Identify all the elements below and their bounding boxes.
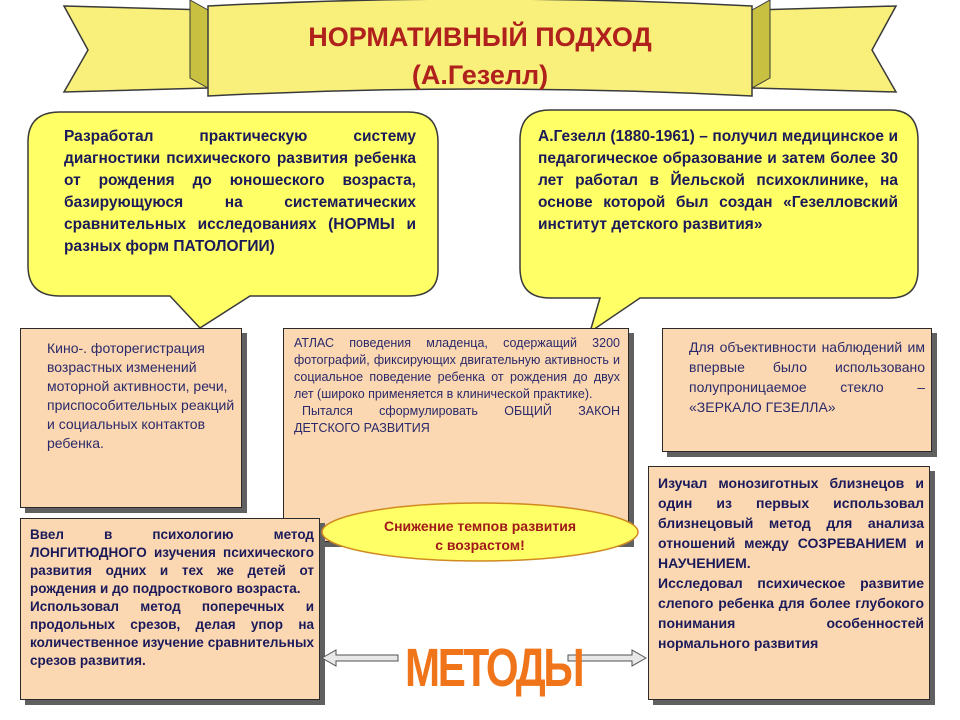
- box-twins-method: Изучал монозиготных близнецов и один из …: [648, 466, 930, 700]
- blind-child-paragraph: Исследовал психическое развитие слепого …: [658, 575, 924, 651]
- title-banner-ribbon: [62, 0, 898, 97]
- box-atlas-content: АТЛАС поведения младенца, содержащий 320…: [294, 335, 620, 437]
- page-title-line1: НОРМАТИВНЫЙ ПОДХОД: [308, 22, 652, 52]
- speech-bubbles: [27, 109, 919, 334]
- methods-label: МЕТОДЫ: [405, 638, 585, 698]
- arrow-right-icon: [567, 649, 648, 667]
- box-twins-content: Изучал монозиготных близнецов и один из …: [658, 473, 924, 653]
- ellipse-callout: [321, 502, 639, 562]
- cross-section-paragraph: Использовал метод поперечных и продольны…: [30, 599, 314, 668]
- ellipse-line2: с возрастом!: [435, 537, 525, 553]
- atlas-paragraph: АТЛАС поведения младенца, содержащий 320…: [294, 336, 620, 401]
- box-gesell-mirror: Для объективности наблюдений им впервые …: [662, 328, 932, 452]
- box-film-text: Кино-. фоторегистрация возрастных измене…: [47, 340, 235, 451]
- page-title-line2: (А.Гезелл): [411, 60, 549, 90]
- box-film-registration: Кино-. фоторегистрация возрастных измене…: [20, 328, 242, 508]
- box-mirror-text: Для объективности наблюдений им впервые …: [689, 339, 925, 415]
- box-longitudinal-content: Ввел в психологию метод ЛОНГИТЮДНОГО изу…: [30, 526, 314, 670]
- bubble-right-shape: [519, 109, 919, 334]
- bubble-left-shape: [27, 111, 439, 329]
- ellipse-line1: Снижение темпов развития: [383, 518, 577, 534]
- bubble-left-text: Разработал практическую систему диагност…: [64, 128, 416, 255]
- box-longitudinal-method: Ввел в психологию метод ЛОНГИТЮДНОГО изу…: [20, 518, 320, 700]
- twins-paragraph: Изучал монозиготных близнецов и один из …: [658, 475, 924, 571]
- bubble-right-text: А.Гезелл (1880-1961) – получил медицинск…: [538, 128, 898, 233]
- law-paragraph: Пытался сформулировать ОБЩИЙ ЗАКОН ДЕТСК…: [294, 404, 620, 435]
- ellipse-callout-text: Снижение темпов развития с возрастом!: [330, 517, 630, 555]
- longitudinal-paragraph: Ввел в психологию метод ЛОНГИТЮДНОГО изу…: [30, 527, 314, 596]
- arrow-left-icon: [320, 649, 399, 667]
